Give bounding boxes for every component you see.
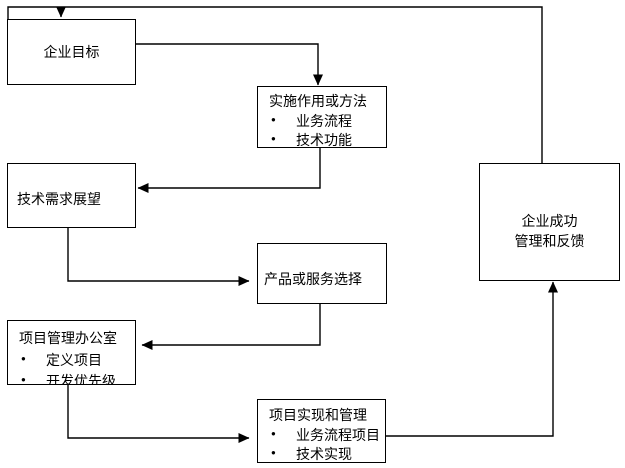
list-item: ● 定义项目 xyxy=(8,349,135,370)
bullet-label: 技术实现 xyxy=(296,446,352,462)
connector-requirements-to-selection xyxy=(67,228,250,286)
connector-implementation-to-success xyxy=(386,281,558,437)
bullet-label: 定义项目 xyxy=(46,352,102,368)
bullet-icon: ● xyxy=(21,354,26,363)
bullet-icon: ● xyxy=(271,429,276,438)
bullet-label: 业务流程项目 xyxy=(296,427,380,443)
box-title: 技术需求展望 xyxy=(17,191,101,207)
box-implementation-methods: 实施作用或方法 ● 业务流程 ● 技术功能 xyxy=(257,86,387,148)
bullet-label: 业务流程 xyxy=(296,113,352,129)
bullet-icon: ● xyxy=(271,115,276,124)
list-item: ● 技术功能 xyxy=(258,130,386,148)
box-title-line1: 企业成功 xyxy=(521,213,578,229)
list-item: ● 业务流程 xyxy=(258,111,386,130)
list-item: ● 技术实现 xyxy=(258,444,385,462)
connector-methods-to-requirements xyxy=(137,148,321,193)
box-title: 项目实现和管理 xyxy=(269,407,367,423)
list-item: ● 开发优先级 xyxy=(8,370,135,385)
bullet-label: 技术功能 xyxy=(296,132,352,148)
bullet-icon: ● xyxy=(21,375,26,384)
box-title: 项目管理办公室 xyxy=(19,330,117,346)
box-enterprise-success-feedback: 企业成功 管理和反馈 xyxy=(479,163,620,281)
box-title: 产品或服务选择 xyxy=(264,271,362,287)
connector-success-feedback-loop xyxy=(7,6,543,163)
box-product-service-selection: 产品或服务选择 xyxy=(257,243,387,304)
box-title: 企业目标 xyxy=(43,43,100,60)
box-tech-requirements-outlook: 技术需求展望 xyxy=(7,163,136,228)
connector-pmo-to-implementation xyxy=(67,385,250,443)
bullet-icon: ● xyxy=(271,134,276,143)
list-item: ● 业务流程项目 xyxy=(258,425,385,444)
box-project-management-office: 项目管理办公室 ● 定义项目 ● 开发优先级 xyxy=(7,320,136,385)
bullet-label: 开发优先级 xyxy=(46,373,116,385)
box-title: 实施作用或方法 xyxy=(269,93,367,109)
box-enterprise-goals: 企业目标 xyxy=(7,19,136,85)
box-project-implementation-mgmt: 项目实现和管理 ● 业务流程项目 ● 技术实现 xyxy=(257,399,386,463)
connector-selection-to-pmo xyxy=(141,304,321,350)
connector-goals-to-methods xyxy=(136,43,323,86)
bullet-icon: ● xyxy=(271,448,276,457)
box-title-line2: 管理和反馈 xyxy=(514,233,585,249)
